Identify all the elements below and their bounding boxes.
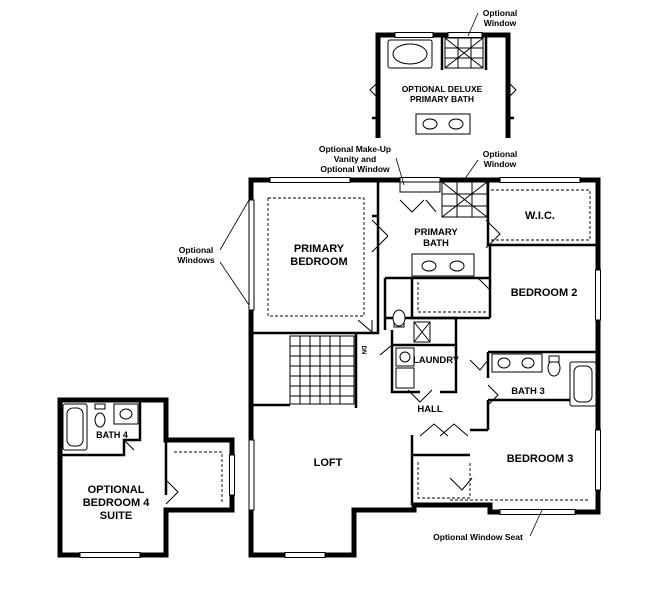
deluxe-bath-inset: OPTIONAL DELUXE PRIMARY BATH <box>369 32 517 138</box>
label-primary-bath-2: BATH <box>423 238 449 249</box>
primary-shower <box>441 181 488 218</box>
bath4-sink <box>113 403 139 425</box>
note-optional-windows-2: Windows <box>177 255 214 265</box>
windows <box>248 177 601 558</box>
bath4-toilet <box>94 403 106 428</box>
linen-cabinet <box>413 321 431 343</box>
note-optional-window-mid-2: Window <box>484 159 517 169</box>
label-primary-bath-1: PRIMARY <box>414 227 458 238</box>
primary-vanity <box>411 253 475 277</box>
interior-walls <box>251 180 598 505</box>
note-optional-windows-1: Optional <box>179 245 213 255</box>
note-window-seat: Optional Window Seat <box>433 532 523 542</box>
label-wic: W.I.C. <box>525 210 555 222</box>
note-makeup-2: Vanity and <box>334 154 377 164</box>
main-floor: PRIMARY BEDROOM PRIMARY BATH W.I.C. BEDR… <box>248 177 601 558</box>
stairs <box>289 335 355 405</box>
label-laundry: LAUNDRY <box>413 355 460 366</box>
label-primary-bedroom-1: PRIMARY <box>294 243 345 255</box>
label-deluxe-bath-2: PRIMARY BATH <box>410 94 474 104</box>
label-bedroom4-1: OPTIONAL <box>88 484 145 496</box>
label-bath-3: BATH 3 <box>511 386 545 397</box>
label-stair-dn: DN <box>360 346 366 355</box>
label-bedroom4-3: SUITE <box>100 510 132 522</box>
toilet <box>392 309 406 328</box>
door-swings <box>357 199 501 491</box>
dashed-lines <box>267 189 591 501</box>
bath3-fixtures <box>491 353 597 407</box>
label-bedroom-2: BEDROOM 2 <box>511 287 578 299</box>
note-makeup-3: Optional Window <box>320 164 390 174</box>
label-bedroom-3: BEDROOM 3 <box>507 453 574 465</box>
note-makeup-1: Optional Make-Up <box>319 144 391 154</box>
laundry-machines <box>395 347 415 389</box>
label-deluxe-bath-1: OPTIONAL DELUXE <box>402 84 483 94</box>
deluxe-tub <box>387 39 433 69</box>
label-hall: HALL <box>417 404 443 415</box>
deluxe-vanity <box>415 113 471 135</box>
bedroom4-inset: BATH 4 OPTIONAL BEDROOM 4 SUITE <box>57 397 235 558</box>
annotations: Optional Window Optional Make-Up Vanity … <box>177 8 543 542</box>
label-primary-bedroom-2: BEDROOM <box>290 256 347 268</box>
bath4-tub <box>62 403 88 451</box>
label-loft: LOFT <box>314 457 343 469</box>
note-optional-window-top-1: Optional <box>483 8 517 18</box>
deluxe-shower <box>444 37 484 69</box>
makeup-vanity <box>399 181 441 193</box>
label-bath-4: BATH 4 <box>96 430 128 440</box>
note-optional-window-mid-1: Optional <box>483 149 517 159</box>
label-bedroom4-2: BEDROOM 4 <box>83 497 151 509</box>
note-optional-window-top-2: Window <box>484 18 517 28</box>
